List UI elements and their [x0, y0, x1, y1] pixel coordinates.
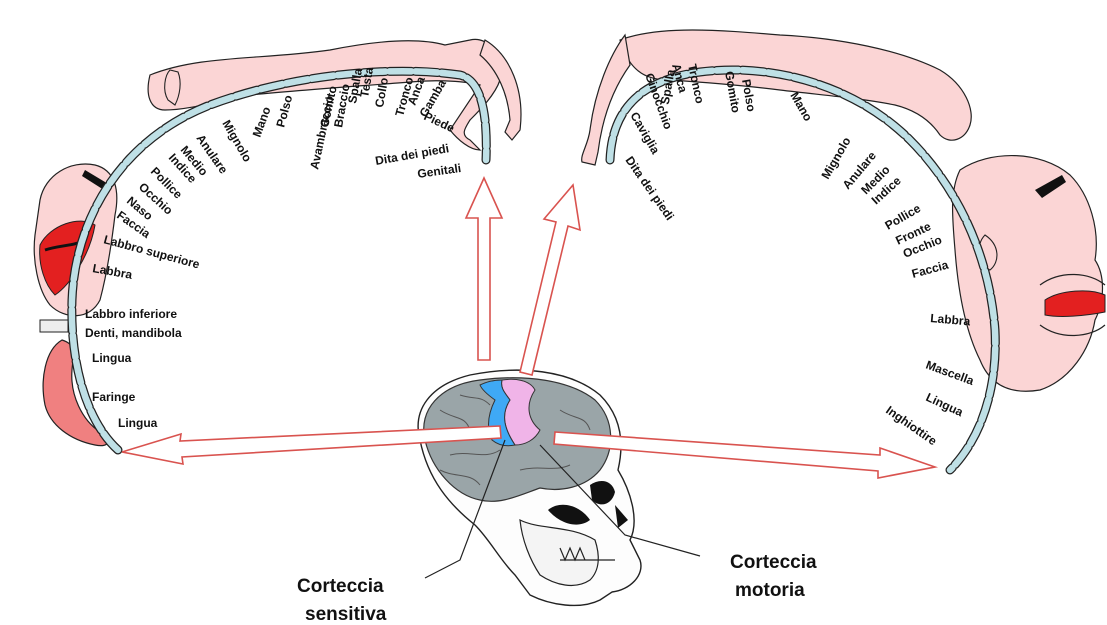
arrow-up-motor: [520, 185, 580, 375]
sensory-label-polso: Polso: [273, 94, 295, 129]
motor-label-inghiottire: Inghiottire: [883, 403, 939, 448]
caption-sensory-line1: Corteccia: [297, 576, 384, 597]
motor-label-lingua: Lingua: [924, 390, 966, 419]
sensory-label-genitali: Genitali: [416, 161, 462, 181]
sensory-label-faringe: Faringe: [92, 390, 136, 404]
sensory-label-lingua-lower: Lingua: [118, 416, 158, 430]
sensory-label-avambraccio: Avambraccio: [307, 94, 336, 170]
caption-motor-line1: Corteccia: [730, 552, 817, 573]
sensory-label-labbro-inferiore: Labbro inferiore: [85, 307, 177, 321]
motor-label-dita-piedi: Dita dei piedi: [623, 154, 677, 223]
motor-homunculus: Dita dei piedi Caviglia Ginocchio Anca T…: [582, 30, 1105, 470]
sensory-label-denti-mandibola: Denti, mandibola: [85, 326, 182, 340]
caption-motor-line2: motoria: [735, 580, 805, 601]
sensory-teeth: [40, 320, 68, 332]
caption-sensory-line2: sensitiva: [305, 604, 387, 625]
arrow-up-sensory: [466, 178, 502, 360]
skull-brain: [418, 370, 641, 605]
sensory-label-mano: Mano: [250, 105, 274, 139]
motor-label-mano: Mano: [787, 90, 815, 124]
motor-label-mascella: Mascella: [924, 358, 976, 388]
sensory-label-mignolo: Mignolo: [219, 118, 254, 165]
motor-leg: [582, 35, 630, 165]
sensory-label-lingua-upper: Lingua: [92, 351, 132, 365]
motor-label-labbra: Labbra: [930, 311, 971, 328]
motor-head: [953, 156, 1103, 392]
motor-label-faccia: Faccia: [910, 258, 950, 281]
